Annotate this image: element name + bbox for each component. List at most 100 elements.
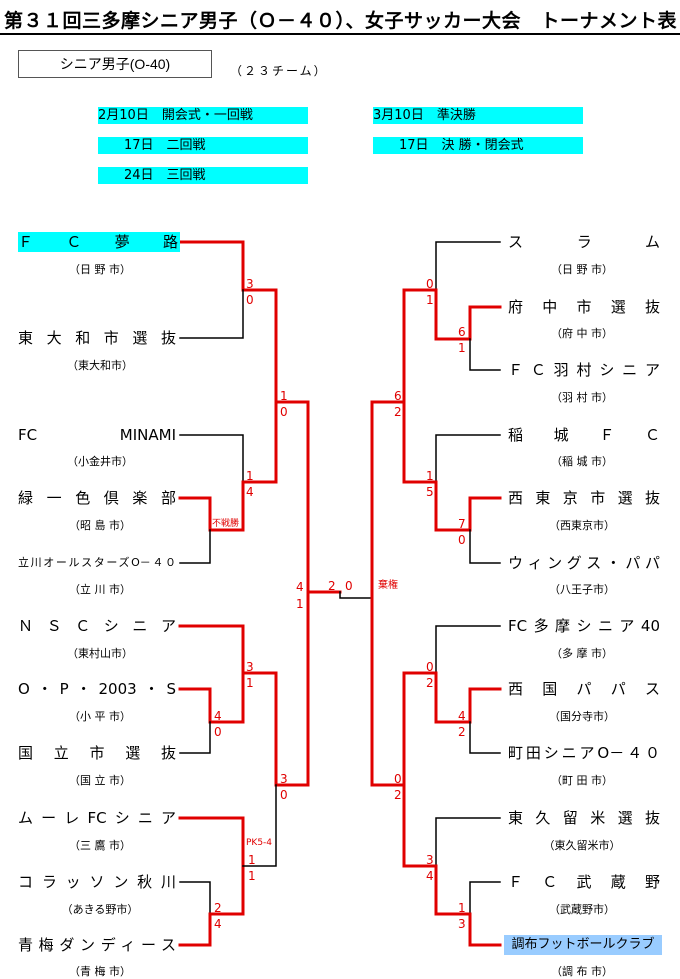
score-l-b-bot: 4 xyxy=(246,485,254,499)
city-right-6: （八王子市） xyxy=(549,583,615,596)
city-right-10: （東久留米市） xyxy=(543,839,621,852)
city-right-9: （町 田 市） xyxy=(551,774,613,787)
schedule-round2: 17日 二回戦 xyxy=(98,137,308,154)
score-l-e-bot: 0 xyxy=(214,725,222,739)
score-r-e-top: 7 xyxy=(458,517,466,531)
schedule-round1: 2月10日 開会式・一回戦 xyxy=(98,107,308,124)
city-right-8: （国分寺市） xyxy=(549,710,615,723)
team-left-3: FC MINAMI xyxy=(18,426,176,444)
city-right-4: （稲 城 市） xyxy=(551,455,613,468)
page-title: 第３１回三多摩シニア男子（Ｏ－４０）、女子サッカー大会 トーナメント表 xyxy=(4,10,678,32)
city-right-7: （多 摩 市） xyxy=(551,647,613,660)
score-l-a-top: 3 xyxy=(246,277,254,291)
line-l-moure-r3 xyxy=(242,784,277,867)
city-left-7: （小 平 市） xyxy=(69,710,131,723)
score-r-h-top: 0 xyxy=(394,772,402,786)
line-r-tama xyxy=(435,625,501,674)
score-l-f-bot: 0 xyxy=(280,788,288,802)
team-right-1: スラム xyxy=(508,233,660,251)
score-final-left: 2 xyxy=(328,579,336,593)
line-r-machida xyxy=(469,721,501,754)
score-l-g-bot: 1 xyxy=(248,869,256,883)
city-right-2: （府 中 市） xyxy=(551,327,613,340)
score-r-c-top: 6 xyxy=(394,389,402,403)
score-l-a-bot: 0 xyxy=(246,293,254,307)
score-r-g-top: 4 xyxy=(458,709,466,723)
score-r-f-bot: 2 xyxy=(426,676,434,690)
team-right-11: ＦＣ武蔵野 xyxy=(508,873,660,891)
score-r-g-bot: 2 xyxy=(458,725,466,739)
team-right-10: 東久留米選抜 xyxy=(508,809,660,827)
score-l-c-bot: 0 xyxy=(280,405,288,419)
score-l-h-bot: 4 xyxy=(214,917,222,931)
city-left-6: （東村山市） xyxy=(67,647,133,660)
team-left-2: 東大和市選抜 xyxy=(18,329,176,347)
city-right-11: （武蔵野市） xyxy=(549,903,615,916)
team-right-8: 西国パパス xyxy=(508,680,660,698)
score-l-c-top: 1 xyxy=(280,389,288,403)
line-r-hamura xyxy=(469,338,501,371)
team-left-1: ＦＣ夢路 xyxy=(18,232,180,252)
city-left-8: （国 立 市） xyxy=(69,774,131,787)
team-left-6: ＮＳＣシニア xyxy=(18,617,176,635)
team-left-7: O・P・2003・S xyxy=(18,680,176,698)
score-l-e-top: 4 xyxy=(214,709,222,723)
team-left-10: コラッソン秋川 xyxy=(18,873,176,891)
score-final-right: 0 xyxy=(345,579,353,593)
team-right-6: ウィングス・パパ xyxy=(508,554,660,572)
score-l-sf-top: 4 xyxy=(296,580,304,594)
score-r-b-top: 6 xyxy=(458,325,466,339)
line-r-higashikurume xyxy=(435,817,501,867)
line-l-ome xyxy=(178,864,245,947)
line-l-op xyxy=(178,671,245,724)
team-right-2: 府中市選抜 xyxy=(508,298,660,316)
schedule-final: 17日 決 勝・閉会式 xyxy=(373,137,583,154)
score-r-e-bot: 0 xyxy=(458,533,466,547)
city-right-5: （西東京市） xyxy=(549,519,615,532)
score-l-h-top: 2 xyxy=(214,901,222,915)
line-l-higashiyamato xyxy=(179,289,244,339)
note-pk: PK5-4 xyxy=(246,838,273,848)
city-right-12: （調 布 市） xyxy=(551,965,613,978)
city-left-2: （東大和市） xyxy=(67,359,133,372)
line-final-right xyxy=(339,591,373,599)
city-left-3: （小金井市） xyxy=(67,455,133,468)
line-l-ryuiisou xyxy=(178,400,278,532)
line-r-slam xyxy=(435,241,501,291)
team-right-3: ＦＣ羽村シニア xyxy=(508,361,660,379)
score-l-f-top: 3 xyxy=(280,772,288,786)
team-right-12: 調布フットボールクラブ xyxy=(504,935,662,955)
line-l-corazon xyxy=(179,881,211,915)
score-r-i-bot: 4 xyxy=(426,869,434,883)
team-left-5: 立川オールスターズO－４０ xyxy=(18,556,176,569)
score-r-h-bot: 2 xyxy=(394,788,402,802)
score-r-i-top: 3 xyxy=(426,853,434,867)
line-r-wings xyxy=(469,529,501,564)
team-right-5: 西東京市選抜 xyxy=(508,489,660,507)
line-r-fuchu xyxy=(370,288,502,600)
line-l-yumeji xyxy=(178,240,342,594)
line-r-nishitokyo xyxy=(402,400,502,532)
team-left-4: 緑一色倶楽部 xyxy=(18,489,176,507)
team-right-4: 稲城ＦＣ xyxy=(508,426,660,444)
schedule-semifinal: 3月10日 準決勝 xyxy=(373,107,583,124)
title-divider xyxy=(0,33,680,35)
score-r-d-bot: 5 xyxy=(426,485,434,499)
line-l-tachikawa xyxy=(179,529,211,564)
line-r-musashino xyxy=(469,881,501,915)
score-l-b-top: 1 xyxy=(246,469,254,483)
score-r-b-bot: 1 xyxy=(458,341,466,355)
city-left-4: （昭 島 市） xyxy=(69,519,131,532)
score-r-c-bot: 2 xyxy=(394,405,402,419)
city-left-9: （三 鷹 市） xyxy=(69,839,131,852)
city-left-10: （あきる野市） xyxy=(61,903,139,916)
city-right-1: （日 野 市） xyxy=(551,263,613,276)
division-label: シニア男子(O-40) xyxy=(18,50,212,78)
score-l-g-top: 1 xyxy=(248,853,256,867)
score-r-a-top: 0 xyxy=(426,277,434,291)
city-right-3: （羽 村 市） xyxy=(551,391,613,404)
city-left-5: （立 川 市） xyxy=(69,583,131,596)
score-r-a-bot: 1 xyxy=(426,293,434,307)
city-left-1: （日 野 市） xyxy=(69,263,131,276)
